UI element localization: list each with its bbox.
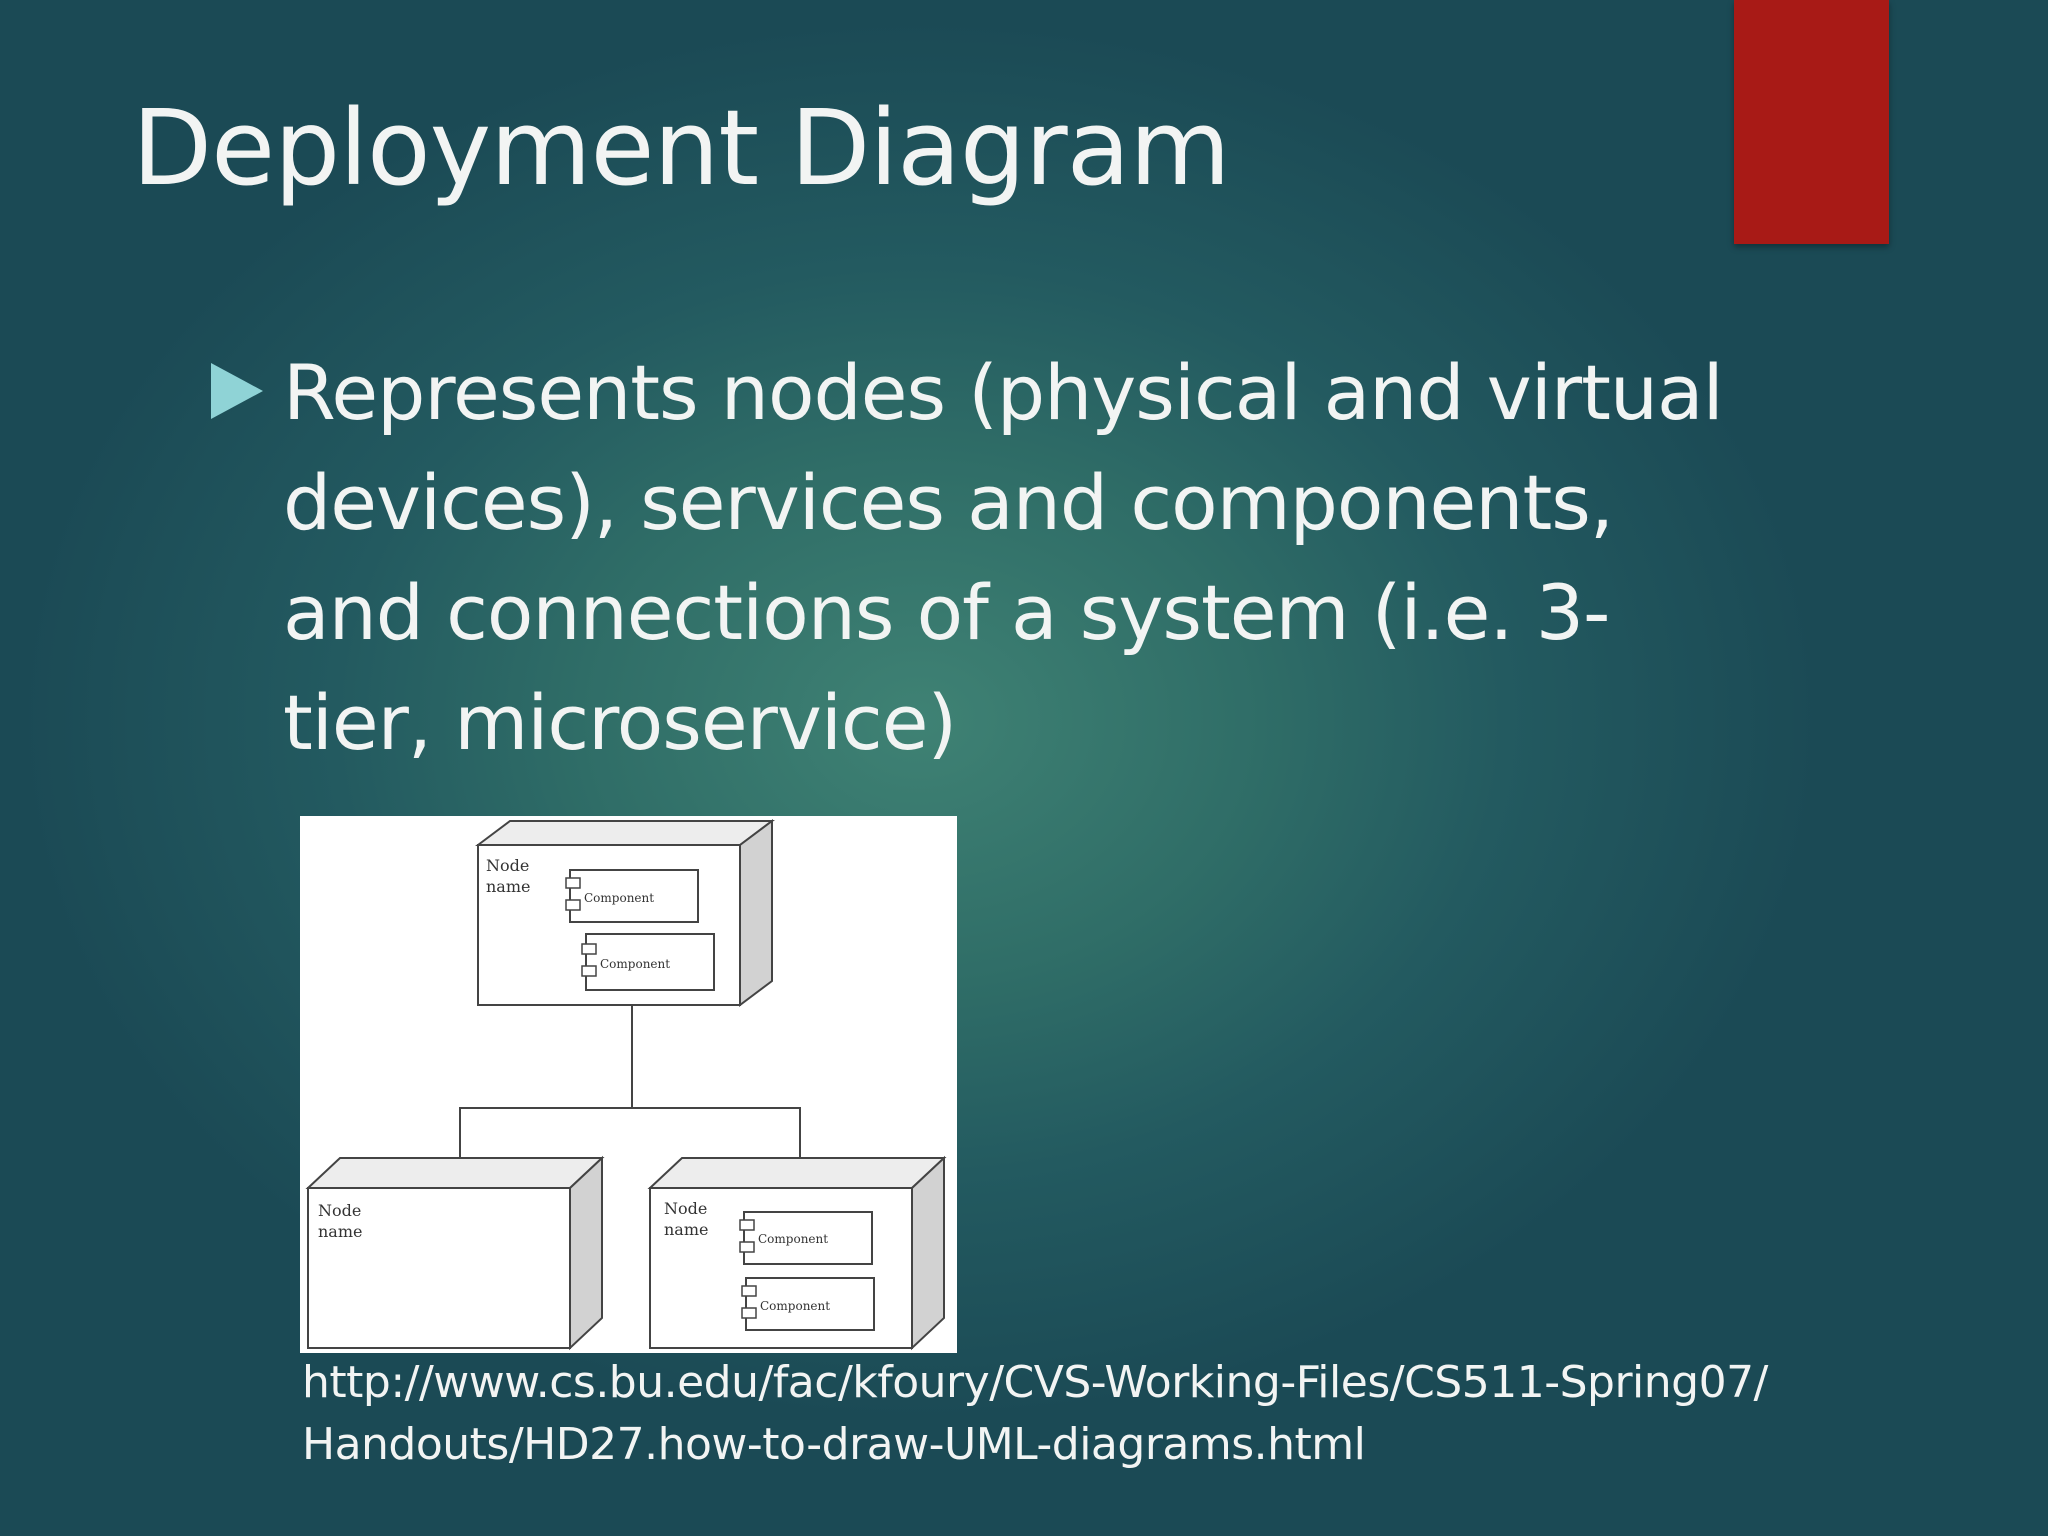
top-component-2: Component: [581, 933, 715, 991]
top-component-1-label: Component: [584, 891, 654, 905]
slide-title: Deployment Diagram: [132, 87, 1231, 209]
top-node-label-1: Node: [486, 856, 529, 875]
source-url-line-1[interactable]: http://www.cs.bu.edu/fac/kfoury/CVS-Work…: [302, 1357, 1768, 1408]
bottom-left-node: Node name: [305, 1155, 605, 1351]
connector-branch: [459, 1107, 801, 1161]
top-component-1: Component: [565, 869, 699, 923]
bottom-right-component-1: Component: [739, 1211, 873, 1265]
deployment-diagram-image: Node name Component Component: [300, 816, 957, 1353]
bottom-right-component-1-label: Component: [758, 1232, 828, 1246]
bottom-left-node-label-1: Node: [318, 1201, 361, 1220]
accent-bar: [1734, 0, 1889, 244]
bottom-left-node-label-2: name: [318, 1222, 362, 1241]
top-node-label-2: name: [486, 877, 530, 896]
bottom-right-component-2: Component: [741, 1277, 875, 1331]
bottom-right-node-label-2: name: [664, 1220, 708, 1239]
bottom-right-node-label-1: Node: [664, 1199, 707, 1218]
bottom-right-component-2-label: Component: [760, 1299, 830, 1313]
bottom-right-node: Node name Component Component: [647, 1155, 947, 1351]
bullet-text: Represents nodes (physical and virtual d…: [283, 348, 1724, 767]
top-component-2-label: Component: [600, 957, 670, 971]
source-url-line-2[interactable]: Handouts/HD27.how-to-draw-UML-diagrams.h…: [302, 1419, 1366, 1470]
top-node: Node name Component Component: [475, 819, 775, 1007]
bullet-triangle-icon: [211, 363, 263, 419]
deployment-diagram-svg: Node name Component Component: [305, 819, 947, 1351]
source-url[interactable]: http://www.cs.bu.edu/fac/kfoury/CVS-Work…: [302, 1352, 1942, 1476]
